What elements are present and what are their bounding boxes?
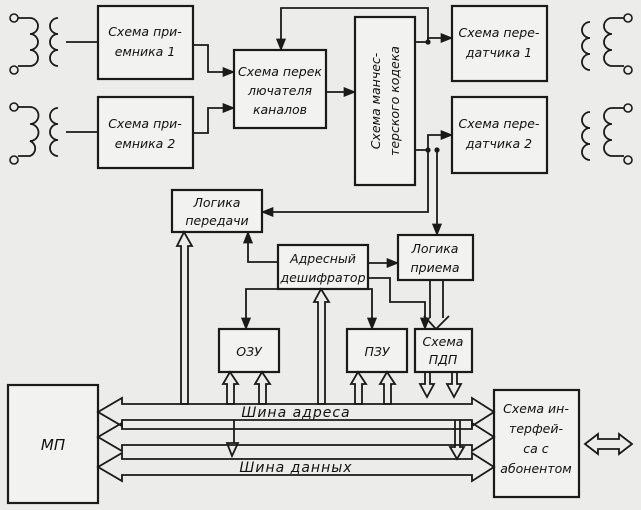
manchester-codec-block: Схема манчес- терского кодека: [353, 15, 417, 187]
channel-switch-label-line-2: лючателя: [247, 83, 313, 98]
transmitter-2-label-line-1: Схема пере-: [459, 116, 540, 131]
codec-label-line-1: Схема манчес-: [368, 52, 383, 149]
interface-label-line-2: терфей-: [509, 421, 563, 436]
bus-taps: [175, 230, 466, 461]
rom-label: ПЗУ: [364, 344, 390, 359]
transmitter-2-label-line-2: датчика 2: [465, 136, 532, 151]
dma-label-line-2: ПДП: [429, 352, 458, 367]
rom-block: ПЗУ: [345, 327, 409, 374]
receive-logic-block: Логика приема: [396, 233, 475, 282]
receiver-1-label-line-1: Схема при-: [108, 24, 182, 39]
transmit-logic-block: Логика передачи: [170, 188, 264, 234]
subscriber-interface-block: Схема ин- терфей- са с абонентом: [492, 388, 581, 499]
receiver-2-label-line-2: емника 2: [115, 136, 176, 151]
codec-label-line-2: терского кодека: [387, 46, 402, 156]
channel-switch-block: Схема перек лючателя каналов: [232, 48, 328, 130]
receiver-1-transformer: [9, 13, 59, 75]
address-decoder-block: Адресный дешифратор: [276, 243, 370, 291]
channel-switch-label-line-3: каналов: [253, 102, 307, 117]
ram-block: ОЗУ: [217, 327, 281, 374]
interface-label-line-4: абонентом: [500, 461, 571, 476]
transmitter-1-block: Схема пере- датчика 1: [450, 4, 549, 83]
address-decoder-label-line-1: Адресный: [289, 251, 356, 266]
interface-external-arrow: [583, 432, 634, 456]
signal-connections: [66, 7, 454, 331]
data-bus: Шина данных: [96, 451, 496, 483]
control-bus: [96, 421, 496, 453]
transmitter-2-transformer: [581, 103, 633, 165]
receiver-2-transformer: [9, 102, 59, 165]
transmit-logic-label-line-2: передачи: [185, 213, 248, 228]
transmitter-2-block: Схема пере- датчика 2: [450, 95, 549, 175]
receive-logic-label-line-2: приема: [410, 260, 459, 275]
receiver-2-block: Схема при- емника 2: [96, 95, 195, 170]
interface-label-line-3: са с: [523, 441, 549, 456]
receiver-2-label-line-1: Схема при-: [108, 116, 182, 131]
transmitter-1-label-line-2: датчика 1: [465, 45, 532, 60]
transmitter-1-transformer: [581, 13, 633, 75]
receiver-1-block: Схема при- емника 1: [96, 4, 195, 81]
channel-switch-label-line-1: Схема перек: [238, 64, 322, 79]
microprocessor-label: МП: [41, 436, 65, 454]
dma-block: Схема ПДП: [413, 327, 474, 374]
address-bus-label: Шина адреса: [241, 405, 350, 421]
receiver-1-label-line-2: емника 1: [115, 44, 176, 59]
interface-label-line-1: Схема ин-: [503, 401, 569, 416]
microprocessor-block: МП: [6, 383, 100, 505]
transmit-logic-label-line-1: Логика: [193, 195, 241, 210]
address-bus: Шина адреса: [96, 396, 496, 428]
transmitter-1-label-line-1: Схема пере-: [459, 25, 540, 40]
data-bus-label: Шина данных: [239, 460, 352, 476]
dma-label-line-1: Схема: [423, 334, 464, 349]
ram-label: ОЗУ: [236, 344, 263, 359]
receive-logic-label-line-1: Логика: [411, 241, 459, 256]
address-decoder-label-line-2: дешифратор: [279, 270, 365, 285]
